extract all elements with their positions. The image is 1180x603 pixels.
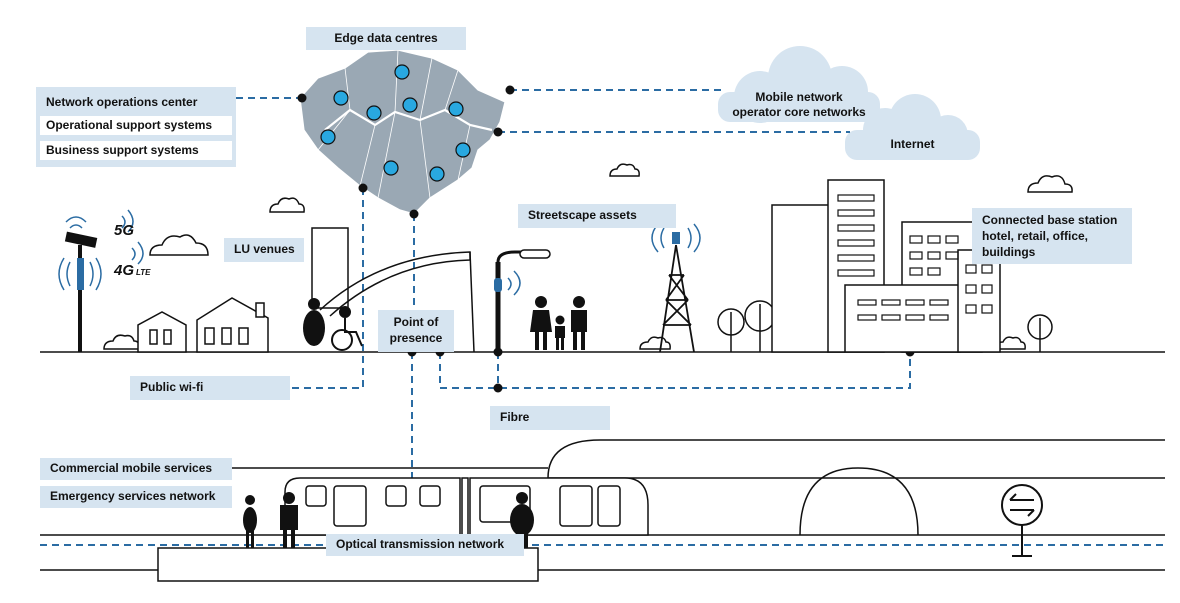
label-connected-base-station-line3: buildings (982, 245, 1036, 259)
label-network-operations-center: Network operations center (46, 95, 198, 109)
label-connected-base-station-line2: hotel, retail, office, (982, 229, 1089, 243)
person-icon (303, 298, 325, 346)
label-connected-base-station: Connected base station hotel, retail, of… (972, 208, 1132, 264)
lu-venue-canopy (311, 227, 475, 353)
house-icon (137, 297, 269, 353)
label-emergency-services-network: Emergency services network (40, 486, 232, 508)
cell-tower-icon (651, 223, 701, 353)
label-commercial-mobile-services: Commercial mobile services (40, 458, 232, 480)
label-streetscape-assets: Streetscape assets (518, 204, 676, 228)
label-mobile-network-line2: operator core networks (732, 105, 866, 119)
label-mobile-network-core: Mobile network operator core networks (718, 90, 880, 120)
map-node-icon (320, 64, 471, 182)
street-lamp-icon (494, 249, 551, 352)
cloud-icon-internet (845, 94, 980, 160)
label-fibre: Fibre (490, 406, 610, 430)
buildings-icon (771, 179, 1001, 353)
label-operational-support-systems: Operational support systems (40, 116, 232, 135)
label-internet: Internet (890, 137, 935, 151)
label-mobile-network-line1: Mobile network (755, 90, 843, 104)
label-lu-venues: LU venues (224, 238, 304, 262)
label-lte: LTE (136, 268, 151, 277)
label-business-support-systems: Business support systems (40, 141, 232, 160)
train-icon (284, 477, 649, 536)
label-5g: 5G (114, 222, 135, 239)
label-point-of-presence-line2: presence (389, 331, 443, 345)
family-icon (530, 296, 587, 350)
label-public-wifi: Public wi-fi (130, 376, 290, 400)
label-edge-data-centres: Edge data centres (306, 27, 466, 50)
label-connected-base-station-line1: Connected base station (982, 213, 1118, 227)
platform-sign-icon (1001, 484, 1043, 557)
commuter-icon (243, 492, 534, 548)
antenna-icon (58, 209, 144, 352)
cloud-icon-mobile-core (718, 46, 880, 123)
building-windows (837, 194, 993, 321)
wheelchair-icon (331, 306, 363, 351)
label-optical-transmission-network: Optical transmission network (326, 534, 524, 556)
label-4g: 4G (114, 262, 135, 279)
panel-network-operations: Network operations center Operational su… (36, 87, 236, 167)
label-point-of-presence: Point of presence (378, 310, 454, 352)
label-point-of-presence-line1: Point of (393, 315, 439, 329)
